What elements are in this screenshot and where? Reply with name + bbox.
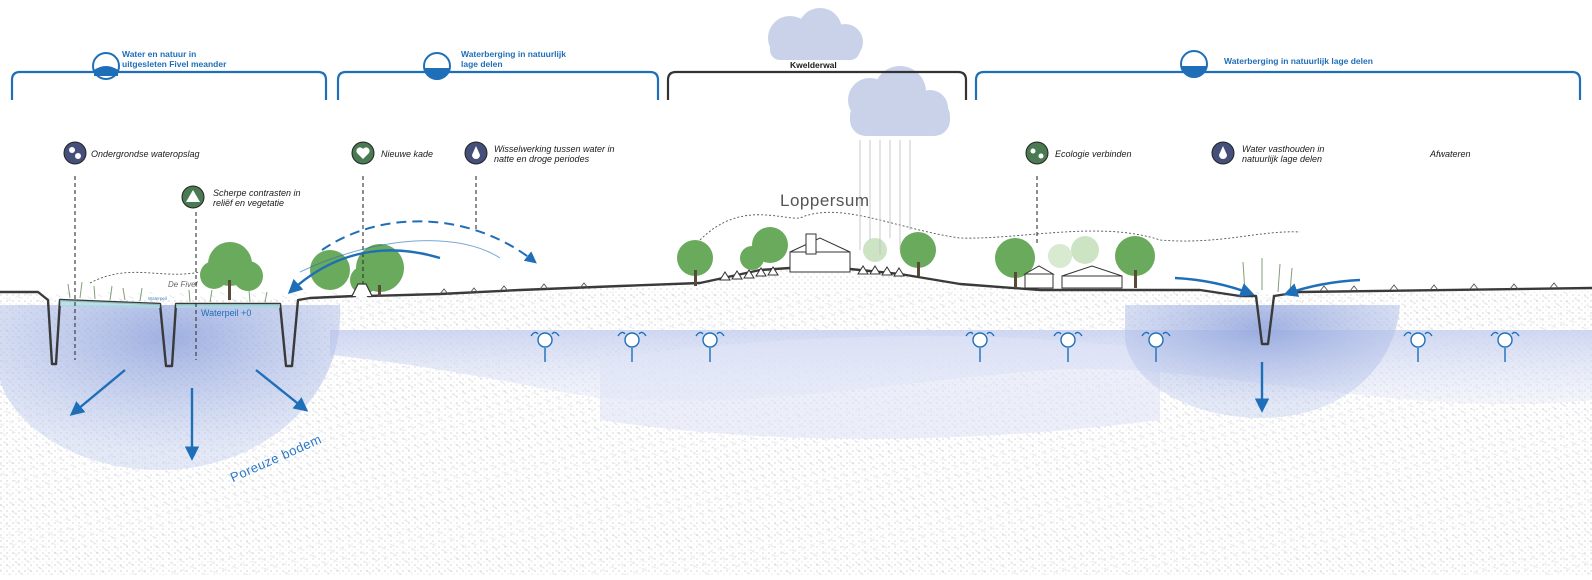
waterlevel-label: Waterpeil +0 [201,308,252,318]
label-water-vasthouden: Water vasthouden in natuurlijk lage dele… [1242,144,1325,164]
waterlevel-small: Waterpeil [148,296,167,301]
zone-title-2: Waterberging in natuurlijk lage delen [461,49,566,69]
town-houses [719,233,1123,289]
groundwater-lens-right [1125,305,1400,418]
label-ondergrondse-wateropslag: Ondergrondse wateropslag [91,149,200,159]
zone-bracket-4 [974,70,1582,100]
zone-title-4: Waterberging in natuurlijk lage delen [1224,56,1373,66]
seepage-symbols [530,331,1520,362]
groundwater-lens-left [0,305,341,470]
river-name: De Fivel [168,280,198,289]
label-nieuwe-kade: Nieuwe kade [381,149,434,159]
relief-vegetation-icon [181,185,205,209]
label-ecologie-verbinden: Ecologie verbinden [1055,149,1132,159]
underground-storage-icon [63,141,87,165]
label-wisselwerking: Wisselwerking tussen water in natte en d… [494,144,615,164]
zone-bracket-3 [666,70,968,100]
ecology-connect-icon [1025,141,1049,165]
town-name: Loppersum [780,191,870,210]
zone-title-1: Water en natuur in uitgesleten Fivel mea… [122,49,227,69]
flow-arrows [69,249,1361,461]
zone-bracket-2 [336,70,660,100]
water-retain-icon [1211,141,1235,165]
trees [200,227,1155,294]
label-afwateren: Afwateren [1430,149,1471,159]
heart-icon [351,141,375,165]
water-storage-icon [423,52,451,80]
water-drop-cycle-icon [464,141,488,165]
zone-bracket-1 [10,70,328,100]
rain-cloud [768,8,950,136]
zone-title-3: Kwelderwal [790,60,837,70]
label-scherpe-contrasten: Scherpe contrasten in reliëf en vegetati… [213,188,301,208]
water-nature-icon [92,52,120,80]
water-storage-icon-2 [1180,50,1208,78]
